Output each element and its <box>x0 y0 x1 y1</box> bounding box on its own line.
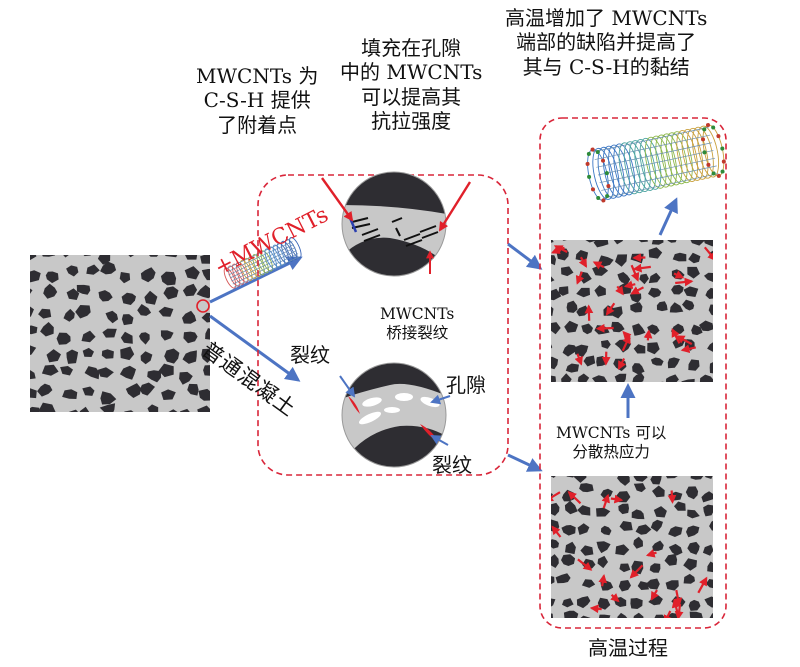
arrow-to-plain-path <box>209 314 301 382</box>
zoom-marker <box>196 299 210 313</box>
bridge-crack-label: MWCNTs 桥接裂纹 <box>380 305 455 342</box>
pore-pointer <box>430 394 451 405</box>
arrow-to-plain-heated <box>507 453 543 472</box>
high-temp-process-caption: 高温过程 <box>582 636 674 661</box>
zoom-circle-mwcnt <box>341 171 447 277</box>
high-temp-effect-label: 高温增加了 MWCNTs 端部的缺陷并提高了 其与 C-S-H的黏结 <box>505 6 708 79</box>
fill-pointer <box>438 181 472 232</box>
arrow-to-nanotube <box>658 197 678 236</box>
disperse-stress-label: MWCNTs 可以 分散热应力 <box>556 424 667 462</box>
right-dashed-frame <box>539 117 727 629</box>
anchor-pointer <box>321 177 354 222</box>
fill-strength-label: 填充在孔隙 中的 MWCNTs 可以提高其 抗拉强度 <box>340 36 483 134</box>
arrow-to-mwcnt-path <box>209 256 303 304</box>
heated-mwcnt-concrete <box>551 240 713 382</box>
crack1-pointer <box>339 375 356 398</box>
heated-plain-concrete <box>551 476 713 618</box>
anchor-point-label: MWCNTs 为 C-S-H 提供 了附着点 <box>196 64 319 137</box>
crack2-pointer <box>430 435 449 446</box>
nanotube-large-icon <box>585 123 726 203</box>
crack-label-2: 裂纹 <box>432 453 472 477</box>
pore-label: 孔隙 <box>446 373 486 397</box>
crack-label-1: 裂纹 <box>290 343 330 367</box>
plain-concrete-block <box>30 255 210 412</box>
arrow-to-mwcnt-heated <box>507 242 543 270</box>
nanotube-small-icon <box>223 237 302 289</box>
